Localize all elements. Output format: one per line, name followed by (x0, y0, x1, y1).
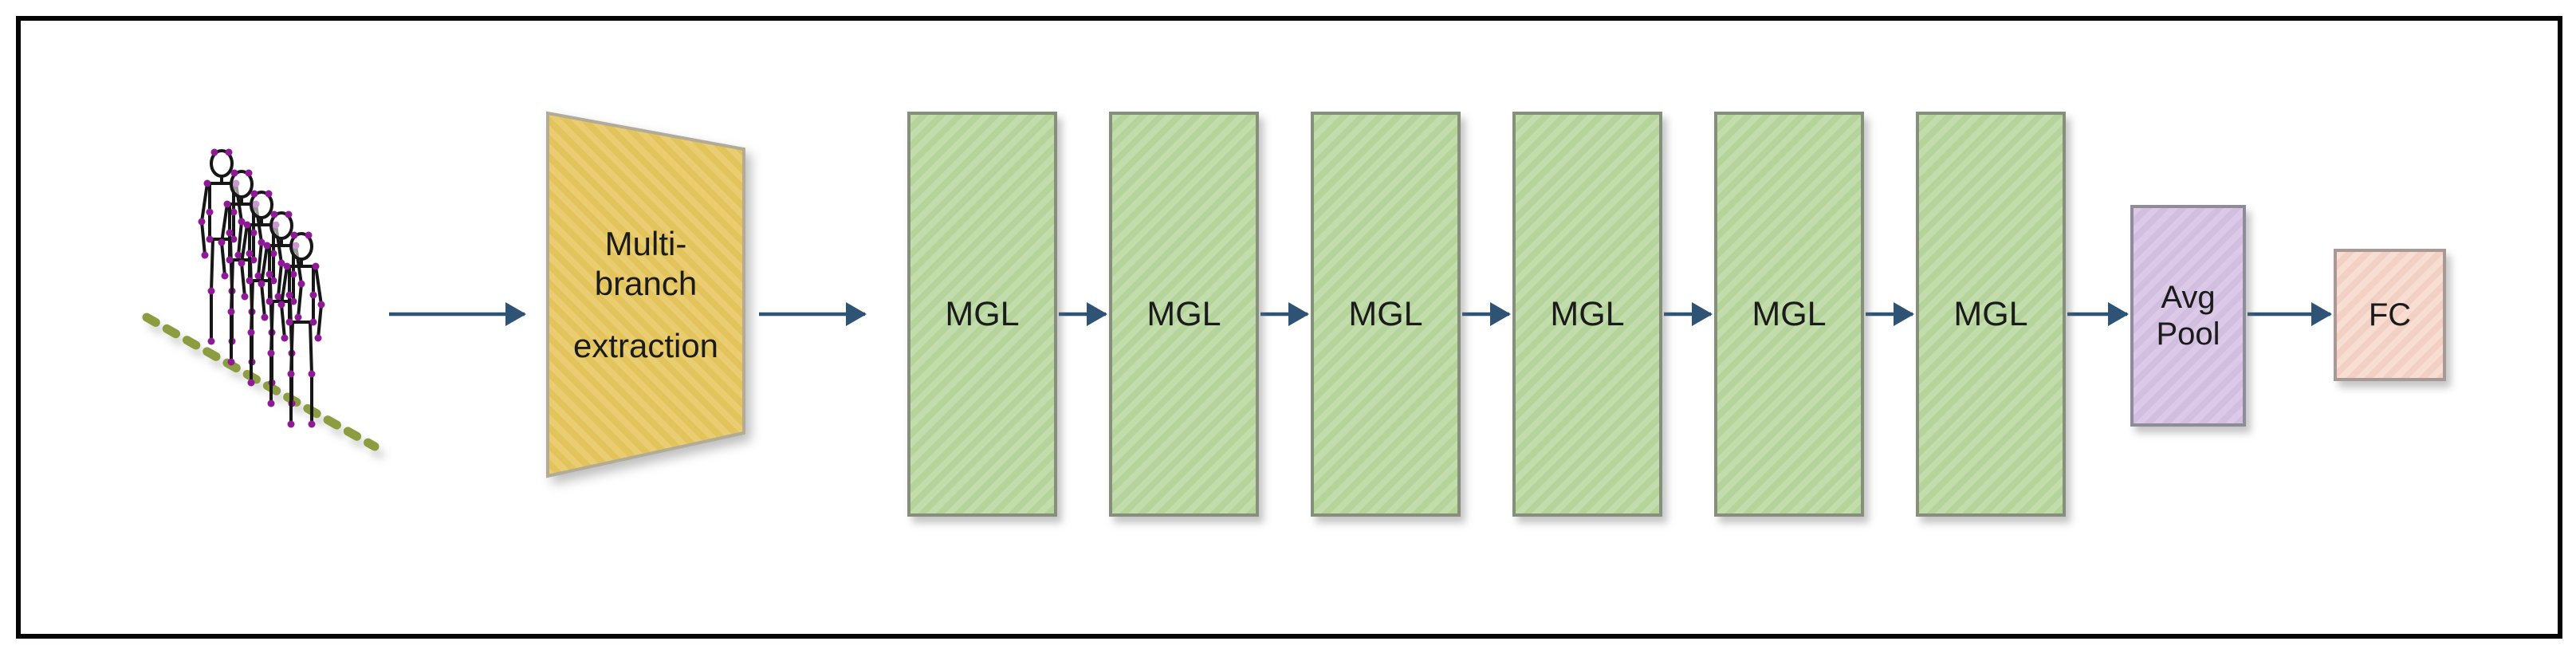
mgl-block-3: MGL (1311, 112, 1461, 517)
mgl-label: MGL (1348, 294, 1423, 333)
avg-pool-block: Avg Pool (2130, 205, 2246, 427)
mgl-label: MGL (945, 294, 1020, 333)
mgl-label: MGL (1752, 294, 1827, 333)
mgl-block-5: MGL (1714, 112, 1864, 517)
multi-branch-extraction-label: Multi- branch extraction (548, 113, 744, 476)
mgl-label: MGL (1550, 294, 1625, 333)
fc-label: FC (2368, 297, 2412, 332)
mgl-block-4: MGL (1512, 112, 1662, 517)
multi-branch-label-line: branch (594, 264, 698, 302)
multi-branch-extraction-block (546, 111, 745, 478)
avg-pool-label-line: Avg (2161, 280, 2216, 315)
avg-pool-label-line: Pool (2156, 317, 2220, 352)
mgl-block-2: MGL (1109, 112, 1259, 517)
mgl-block-1: MGL (907, 112, 1057, 517)
fc-block: FC (2334, 249, 2446, 381)
mgl-block-6: MGL (1916, 112, 2066, 517)
multi-branch-label-line: extraction (572, 326, 719, 364)
mgl-label: MGL (1953, 294, 2028, 333)
ground-dashed-line (142, 313, 380, 451)
multi-branch-label-line: Multi- (604, 224, 687, 262)
skeleton-sequence-icon (142, 147, 385, 459)
mgl-label: MGL (1146, 294, 1221, 333)
